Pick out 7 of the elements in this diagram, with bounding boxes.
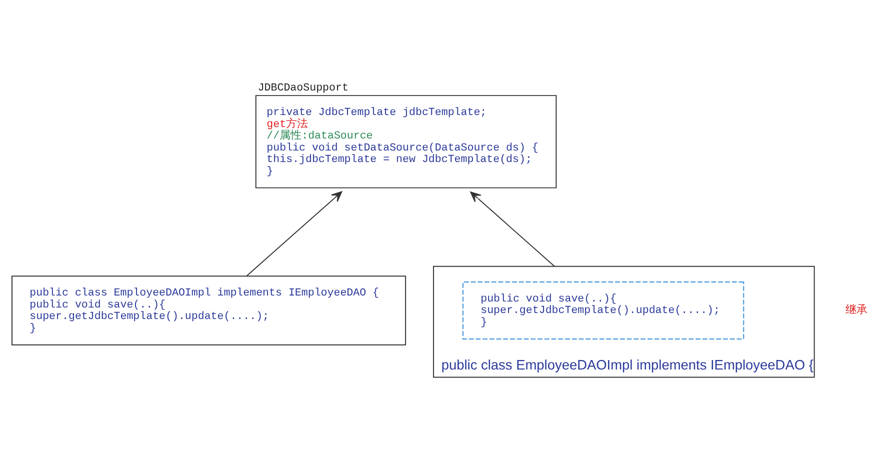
node-box: public class EmployeeDAOImpl implements IEmployeeDAO { public void save(..){ super.getJdbcTemplate().update(....); } bbox=[12, 276, 406, 346]
node-box: public void save(..){ super.getJdbcTemplate().update(....); } bbox=[462, 282, 744, 340]
arrow bbox=[246, 191, 342, 276]
arrow bbox=[470, 192, 556, 267]
node-box: private JdbcTemplate jdbcTemplate; get方法 //属性:dataSource public void setDataSource(DataSource ds) { this.jdbcTemplate = new JdbcTemplate(ds); } bbox=[255, 95, 557, 188]
label: 继承 bbox=[846, 303, 868, 316]
node-label: JDBCDaoSupport bbox=[258, 82, 348, 94]
